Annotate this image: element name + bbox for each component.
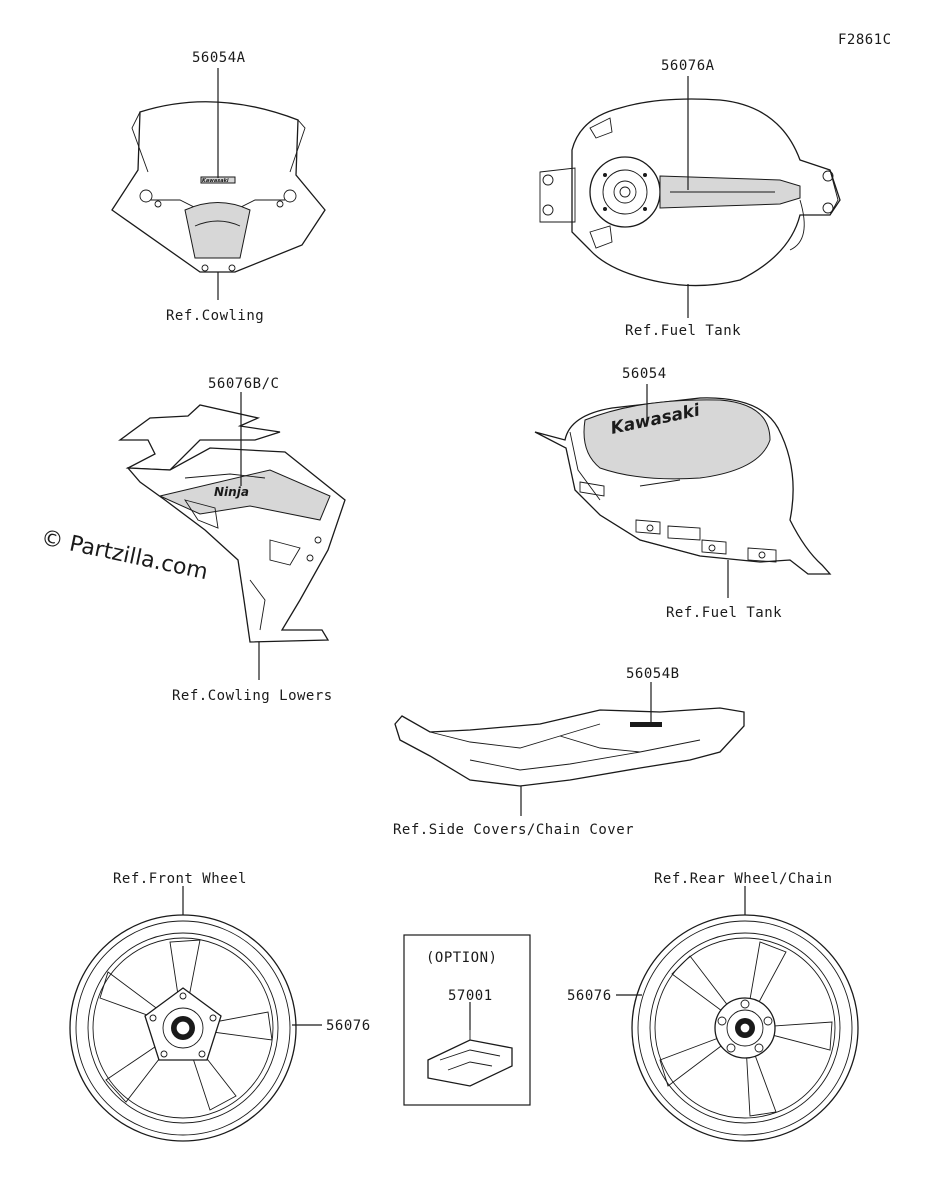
fuel-tank-top	[539, 98, 841, 287]
label-ref-fuel-tank-side: Ref.Fuel Tank	[666, 605, 782, 621]
front-wheel	[69, 914, 297, 1142]
kawasaki-small-decal: Kawasaki	[202, 178, 229, 184]
label-option: (OPTION)	[426, 950, 497, 966]
fuel-tank-side: Kawasaki	[534, 397, 832, 575]
figure-code: F2861C	[838, 32, 892, 48]
label-56054B: 56054B	[626, 666, 680, 682]
label-56076-front: 56076	[326, 1018, 371, 1034]
windscreen-cowling: Kawasaki	[111, 101, 326, 273]
label-56054A: 56054A	[192, 50, 246, 66]
label-56076A: 56076A	[661, 58, 715, 74]
label-ref-side-covers: Ref.Side Covers/Chain Cover	[393, 822, 634, 838]
option-part-57001	[427, 1030, 513, 1087]
label-ref-fuel-tank-top: Ref.Fuel Tank	[625, 323, 741, 339]
label-56076BC: 56076B/C	[208, 376, 279, 392]
ninja-decal: Ninja	[214, 485, 249, 499]
cowling-lowers: Ninja	[118, 404, 346, 643]
label-ref-front-wheel: Ref.Front Wheel	[113, 871, 247, 887]
label-ref-cowling: Ref.Cowling	[166, 308, 264, 324]
label-ref-rear-wheel: Ref.Rear Wheel/Chain	[654, 871, 833, 887]
side-covers-chain-cover	[394, 707, 745, 787]
label-57001: 57001	[448, 988, 493, 1004]
label-56076-rear: 56076	[567, 988, 612, 1004]
rear-wheel	[631, 914, 859, 1142]
label-ref-cowling-lowers: Ref.Cowling Lowers	[172, 688, 333, 704]
label-56054: 56054	[622, 366, 667, 382]
option-box	[403, 934, 531, 1106]
watermark: © Partzilla.com	[39, 525, 210, 585]
